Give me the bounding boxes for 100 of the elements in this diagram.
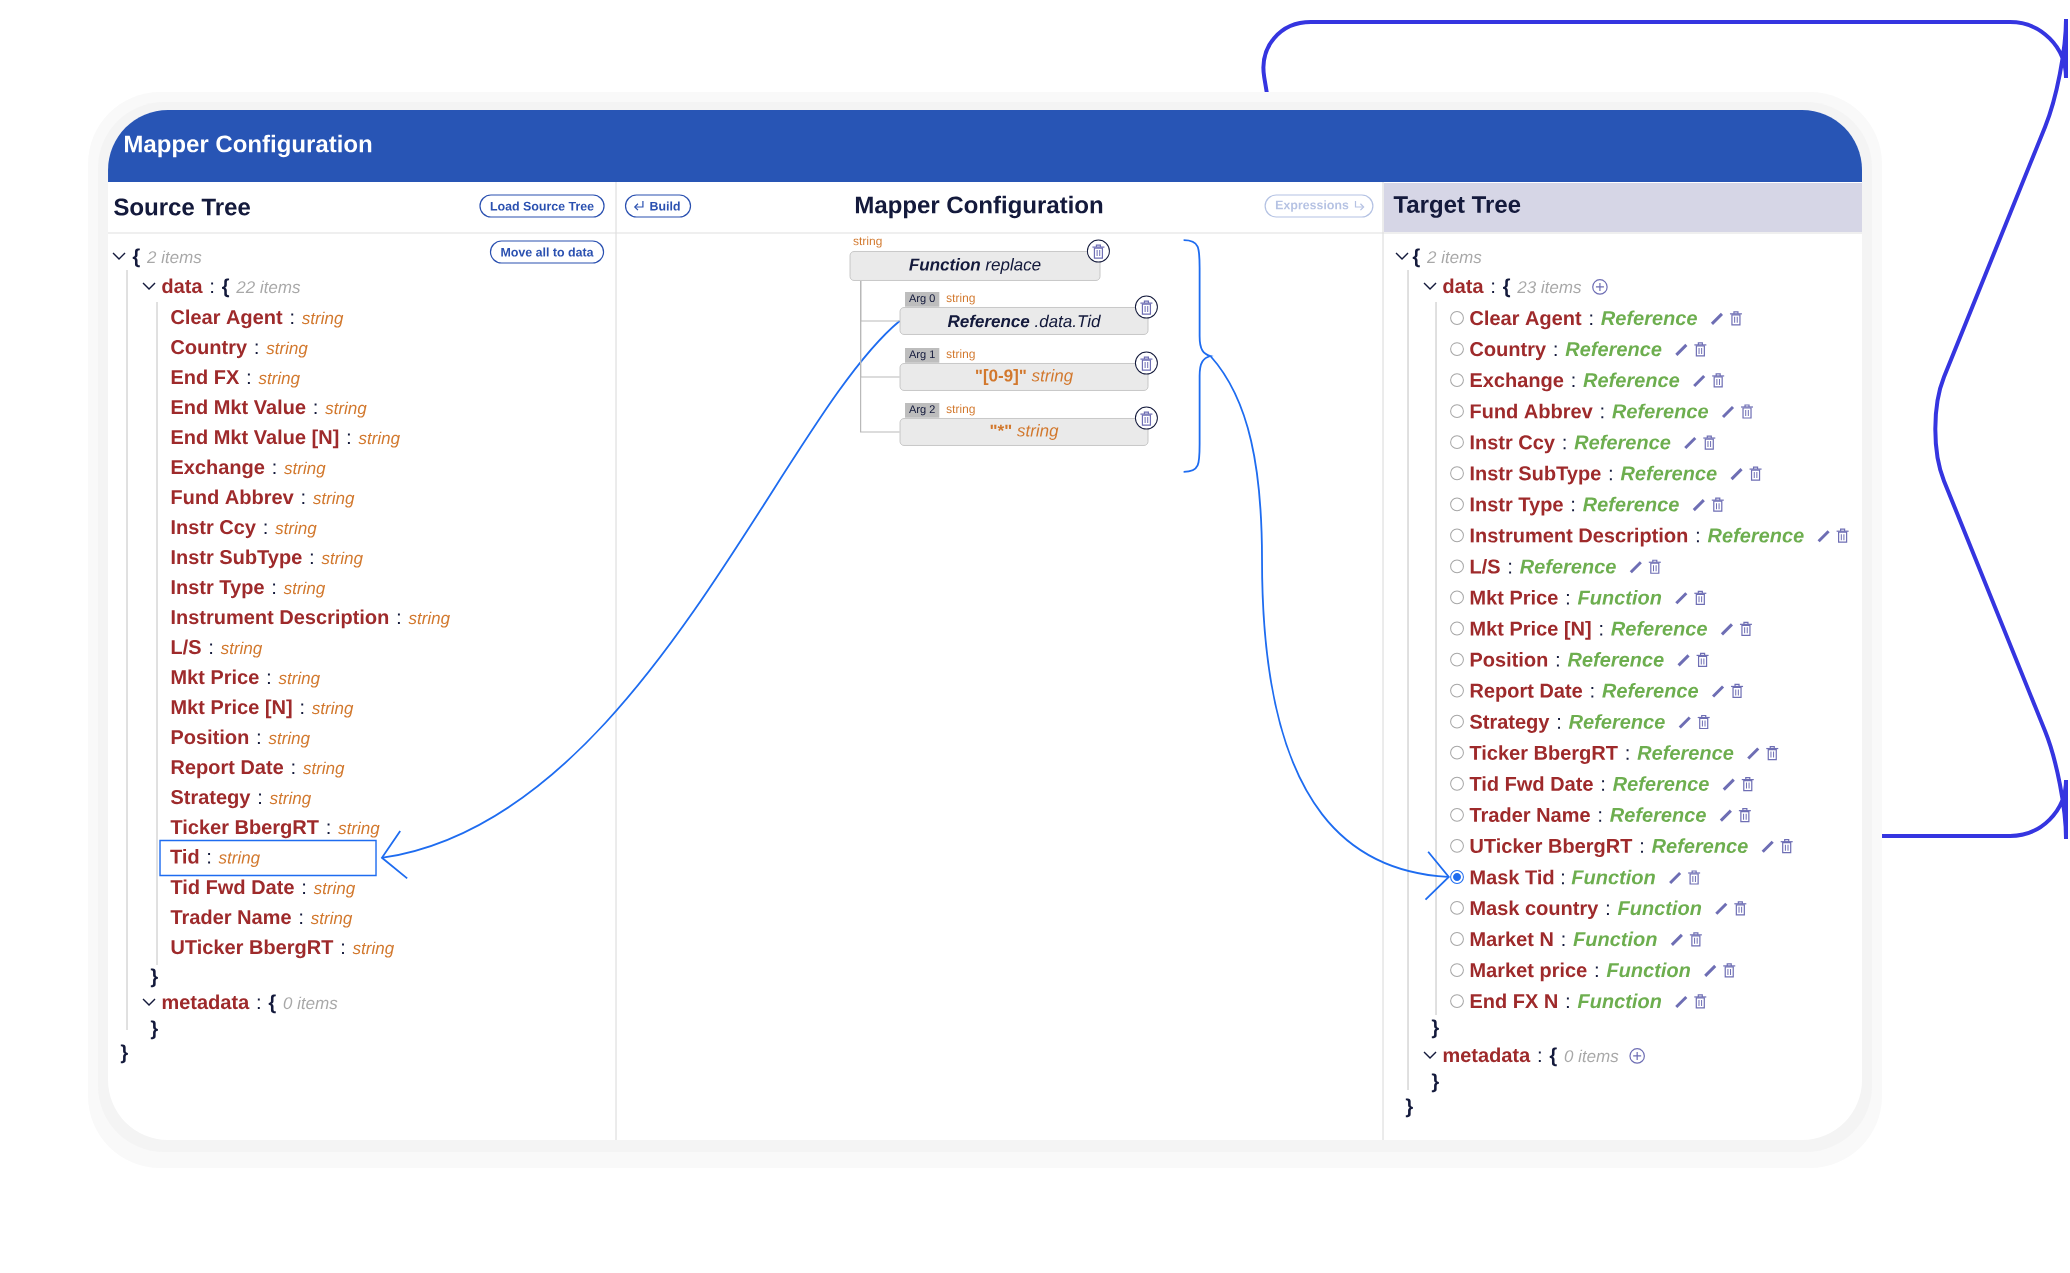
type-text: string [268, 731, 310, 748]
type-text: string [946, 349, 975, 361]
colon: : [247, 373, 250, 384]
type-text: string [321, 551, 363, 568]
colon: : [1572, 376, 1575, 388]
type-text: string [358, 431, 400, 448]
field-name: Position [1470, 652, 1548, 667]
type-text: Reference [1583, 372, 1680, 388]
type-text: string [312, 491, 355, 508]
type-text: Reference [1651, 838, 1748, 854]
colon: : [397, 613, 400, 624]
type-text: string [853, 236, 882, 248]
colon: : [1590, 314, 1593, 325]
field-name: Country [171, 340, 247, 359]
item-count: 2 items [146, 250, 202, 264]
colon: : [1641, 842, 1643, 853]
field-name: End Mkt Value [N] [171, 429, 339, 449]
type-text: Function [1573, 931, 1657, 947]
field-name: Fund Abbrev [1470, 403, 1593, 419]
colon: : [1696, 531, 1699, 543]
argument-box: "[0-9]" string [899, 363, 1149, 391]
item-count: 0 items [283, 996, 338, 1010]
field-name: Instr Ccy [171, 520, 256, 539]
panel-heading: Target Tree [1384, 183, 1862, 232]
type-text: Reference [1520, 558, 1616, 574]
type-text: string [266, 341, 308, 358]
field-name: Instr Ccy [1470, 435, 1555, 454]
type-text: Reference [1601, 310, 1697, 326]
colon: : [1563, 438, 1566, 450]
brace: } [1431, 1073, 1439, 1093]
field-name: Instr SubType [171, 549, 302, 569]
type-text: Function [1617, 900, 1702, 916]
colon: : [1602, 780, 1605, 791]
field-name: Tid Fwd Date [1469, 776, 1593, 791]
field-name: Mkt Price [171, 669, 259, 685]
colon: : [211, 282, 214, 293]
colon: : [210, 643, 213, 654]
type-text: Reference [1637, 745, 1734, 760]
field-name: L/S [1470, 558, 1500, 574]
type-text: string [301, 311, 344, 328]
button: Load Source Tree [479, 194, 605, 218]
field-name: metadata [1443, 1047, 1531, 1063]
field-name: Strategy [1470, 714, 1550, 733]
brace: } [1431, 1019, 1439, 1039]
argument-box: Reference .data.Tid [899, 307, 1149, 335]
field-name: L/S [171, 639, 201, 655]
type-text: string [408, 611, 450, 628]
panel-heading: Source Tree [114, 198, 250, 216]
colon: : [301, 703, 304, 714]
type-text: Reference [1707, 527, 1804, 543]
type-text: Function [1577, 993, 1662, 1009]
type-text: Reference [1620, 465, 1717, 481]
colon: : [347, 433, 350, 444]
item-count: 2 items [1426, 250, 1482, 264]
field-name: Position [171, 729, 249, 745]
type-text: Function [1577, 589, 1662, 605]
colon: : [255, 343, 258, 354]
field-name: Instr Type [171, 580, 264, 599]
brace: } [150, 1020, 158, 1040]
field-name: Market price [1470, 962, 1587, 982]
colon: : [1606, 904, 1609, 915]
colon: : [310, 553, 313, 564]
field-name: End FX [171, 369, 240, 385]
colon: : [264, 523, 267, 534]
field-name: Strategy [171, 790, 251, 809]
colon: : [302, 493, 305, 504]
type-text: Reference [1574, 434, 1671, 450]
colon: : [1562, 935, 1565, 946]
colon: : [1538, 1051, 1541, 1062]
brace: } [1405, 1098, 1413, 1118]
type-text: Reference [1583, 496, 1679, 512]
colon: : [300, 913, 303, 924]
field-name: Clear Agent [171, 309, 283, 329]
colon: : [1509, 562, 1512, 574]
colon: : [1600, 624, 1603, 636]
colon: : [259, 793, 261, 804]
colon: : [291, 313, 294, 324]
panel-heading: Mapper Configuration [855, 195, 1103, 219]
field-name: Ticker BbergRT [1469, 745, 1618, 764]
colon: : [292, 763, 295, 774]
type-text: string [258, 371, 300, 388]
type-text: Reference [1613, 776, 1709, 791]
type-text: Function [1606, 962, 1690, 978]
colon: : [257, 733, 260, 744]
field-name: Report Date [1470, 683, 1583, 702]
brace: { [222, 278, 230, 298]
brace: { [132, 248, 140, 268]
field-row: Mask Tid : Function [1470, 869, 1655, 885]
brace: { [1412, 248, 1420, 268]
type-text: Reference [1567, 652, 1664, 667]
colon: : [1566, 997, 1569, 1009]
colon: : [314, 403, 317, 414]
field-name: Report Date [171, 760, 284, 779]
connector [1209, 355, 1450, 901]
type-text: string [946, 404, 975, 416]
type-text: string [284, 461, 326, 478]
button: Build [624, 194, 692, 218]
selected-row: Tid : string [159, 839, 377, 877]
type-text: string [283, 581, 326, 598]
item-count: 22 items [236, 280, 301, 294]
